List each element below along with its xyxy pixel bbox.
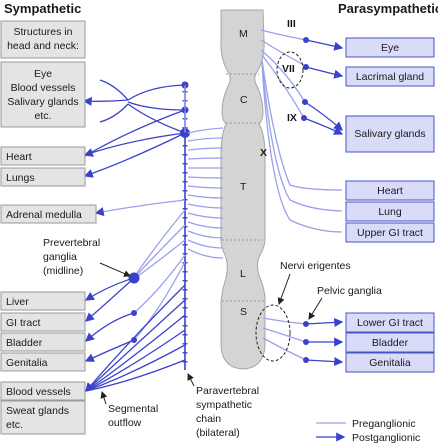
sympathetic-header: Sympathetic [4, 1, 81, 16]
target-genitalia: Genitalia [6, 357, 48, 369]
target-sweat-etc: etc. [6, 419, 23, 431]
parasympathetic-postganglionic-fibers [303, 39, 344, 367]
cranial-nerve-x: X [260, 147, 267, 159]
cord-region-t: T [240, 181, 247, 193]
prevertebral-label-3: (midline) [43, 265, 83, 277]
paravertebral-label-2: sympathetic [196, 399, 252, 411]
para-lower-gi-box [345, 312, 435, 333]
para-lung: Lung [378, 206, 402, 218]
target-lungs-box [0, 167, 86, 187]
target-adrenal: Adrenal medulla [6, 209, 82, 221]
target-eye: Eye [34, 68, 52, 80]
target-gi-box [0, 312, 86, 332]
para-upper-gi: Upper GI tract [357, 227, 423, 239]
cord-region-c: C [240, 94, 248, 106]
paravertebral-label-3: chain [196, 413, 221, 425]
para-eye-box [345, 37, 435, 58]
target-sweat: Sweat glands [6, 405, 69, 417]
target-blood-vessels-box [0, 381, 86, 401]
target-liver: Liver [6, 296, 29, 308]
parasympathetic-targets: Eye Lacrimal gland Salivary glands Heart… [345, 37, 435, 373]
para-heart: Heart [377, 185, 403, 197]
prevertebral-label-1: Prevertebral [43, 237, 100, 249]
target-heart: Heart [6, 151, 32, 163]
sympathetic-targets: Structures in head and neck: Eye Blood v… [0, 20, 97, 435]
prevertebral-label-2: ganglia [43, 251, 77, 263]
target-sweat-box [0, 400, 86, 435]
cord-region-s: S [240, 306, 247, 318]
segmental-label-1: Segmental [108, 403, 158, 415]
cord-region-l: L [240, 268, 246, 280]
target-blood-vessels: Blood vessels [6, 386, 71, 398]
genital-ganglion [131, 337, 137, 343]
parasympathetic-header: Parasympathetic [338, 1, 438, 16]
pelvic-ganglia-label: Pelvic ganglia [317, 285, 382, 297]
legend-postganglionic: Postganglionic [352, 432, 420, 443]
cranial-nerve-ix: IX [287, 112, 297, 124]
para-upper-gi-box [345, 222, 435, 243]
para-genitalia: Genitalia [369, 357, 411, 369]
para-eye: Eye [381, 42, 399, 54]
target-head-neck-line2: head and neck: [7, 40, 79, 52]
spinal-cord [220, 9, 266, 370]
target-genitalia-box [0, 352, 86, 372]
target-head-neck-line1: Structures in [14, 26, 73, 38]
sympathetic-postganglionic-fibers [82, 79, 186, 392]
bladder-ganglion [131, 310, 137, 316]
cranial-nerve-iii: III [287, 18, 296, 30]
paravertebral-label-1: Paravertebral [196, 385, 259, 397]
cranial-nerve-vii: VII [282, 63, 295, 75]
target-blood-vessels-head: Blood vessels [11, 82, 76, 94]
target-bladder: Bladder [6, 337, 43, 349]
target-gi: GI tract [6, 317, 41, 329]
para-lower-gi: Lower GI tract [357, 317, 423, 329]
segmental-label-2: outflow [108, 417, 142, 429]
nervi-erigentes-label: Nervi erigentes [280, 260, 351, 272]
nervi-erigentes-outline [255, 304, 291, 362]
para-genitalia-box [345, 352, 435, 373]
target-adrenal-box [0, 204, 97, 224]
para-salivary: Salivary glands [354, 128, 425, 140]
target-eye-group-box [0, 61, 86, 128]
target-lungs: Lungs [6, 172, 35, 184]
target-heart-box [0, 146, 86, 166]
para-lung-box [345, 201, 435, 222]
para-bladder-box [345, 332, 435, 353]
target-etc: etc. [35, 110, 52, 122]
para-heart-box [345, 180, 435, 201]
target-head-neck-box [0, 20, 86, 59]
paravertebral-label-4: (bilateral) [196, 427, 240, 439]
cord-region-m: M [239, 28, 248, 40]
target-bladder-box [0, 332, 86, 352]
legend: Preganglionic Postganglionic [316, 418, 420, 443]
para-lacrimal-box [345, 66, 435, 87]
target-salivary: Salivary glands [7, 96, 78, 108]
parasympathetic-preganglionic-fibers [260, 29, 343, 361]
sympathetic-preganglionic-fibers [94, 85, 224, 341]
prevertebral-ganglion [128, 272, 140, 284]
legend-preganglionic: Preganglionic [352, 418, 416, 430]
vii-ganglia-outline [276, 51, 304, 89]
target-liver-box [0, 291, 86, 311]
para-salivary-box [345, 115, 435, 153]
para-lacrimal: Lacrimal gland [356, 71, 424, 83]
para-bladder: Bladder [372, 337, 409, 349]
